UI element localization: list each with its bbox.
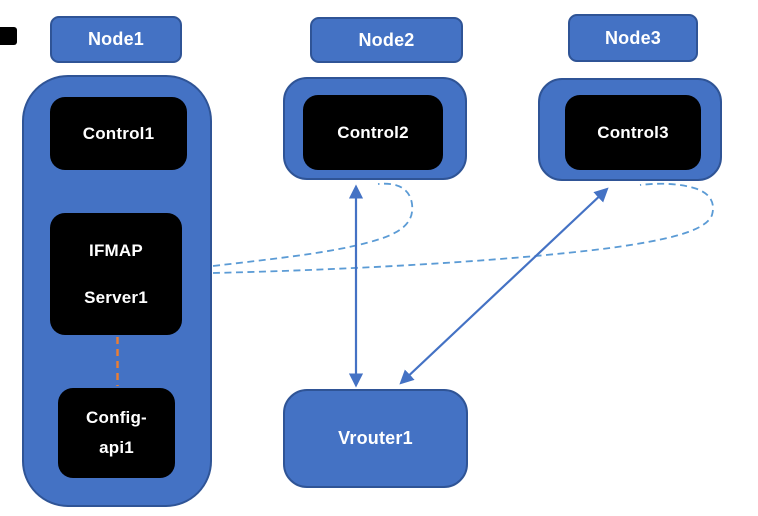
connector-vrouter-to-control3 xyxy=(399,187,609,385)
connector-ifmap-to-control2 xyxy=(212,182,414,267)
node2-title: Node2 xyxy=(358,29,415,50)
control2-box: Control2 xyxy=(303,95,443,170)
ifmap-label-line2: Server1 xyxy=(84,287,148,307)
vrouter1-box: Vrouter1 xyxy=(283,389,468,488)
control1-box: Control1 xyxy=(50,97,187,170)
control3-label: Control3 xyxy=(597,122,669,142)
ifmap-label-line1: IFMAP xyxy=(89,240,143,260)
control3-box: Control3 xyxy=(565,95,701,170)
vrouter1-label: Vrouter1 xyxy=(338,428,413,448)
config-label-line2: api1 xyxy=(99,438,134,457)
node1-title: Node1 xyxy=(87,29,144,49)
node3-title: Node3 xyxy=(604,27,661,48)
ifmap-server1-box: IFMAP Server1 xyxy=(50,213,182,335)
cropped-box-fragment xyxy=(0,27,17,45)
control2-label: Control2 xyxy=(337,122,409,142)
config-label-line1: Config- xyxy=(86,408,147,427)
control1-label: Control1 xyxy=(82,123,155,143)
config-api1-box: Config- api1 xyxy=(58,388,175,478)
connector-ifmap-to-control3 xyxy=(212,182,714,274)
node2-title-box: Node2 xyxy=(310,17,463,63)
node3-title-box: Node3 xyxy=(568,14,698,62)
node1-title-box: Node1 xyxy=(50,16,182,63)
